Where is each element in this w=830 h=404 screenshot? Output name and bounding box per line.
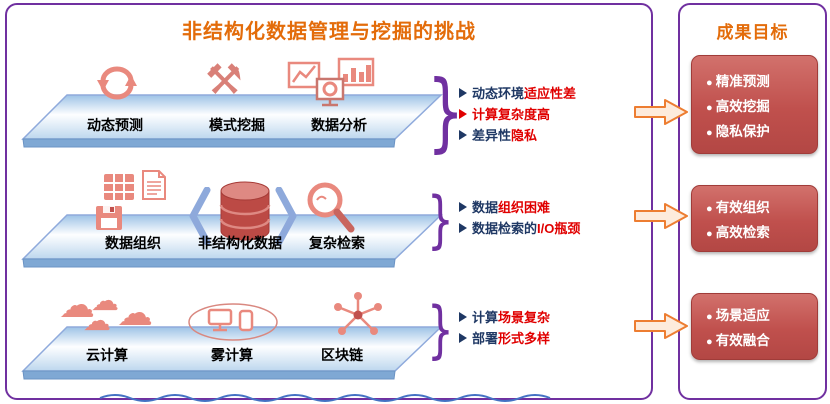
slab-label-complex-retrieval: 复杂检索 <box>309 235 365 251</box>
challenge-bullet: 动态环境适应性差 <box>459 83 645 104</box>
brace-row-3: } <box>427 293 454 366</box>
cloud-icon: ☁ <box>91 285 119 316</box>
search-icon <box>307 182 355 233</box>
challenge-bullet: 数据检索的I/O瓶颈 <box>459 218 645 239</box>
challenge-bullets-row-2: 数据组织困难 数据检索的I/O瓶颈 <box>459 197 645 239</box>
arrow-bullet-icon <box>459 333 467 343</box>
challenge-bullet: 差异性隐私 <box>459 125 645 146</box>
slab-label-dynamic-prediction: 动态预测 <box>87 117 143 133</box>
goal-item: 高效挖掘 <box>706 95 817 115</box>
analytics-icon <box>287 57 375 107</box>
challenge-bullet: 计算场景复杂 <box>459 307 645 328</box>
challenge-bullet: 数据组织困难 <box>459 197 645 218</box>
goal-box-organization: 有效组织 高效检索 <box>691 185 818 252</box>
mining-icon: ⚒ <box>205 56 243 103</box>
goal-item: 精准预测 <box>706 70 817 90</box>
floppy-icon <box>96 206 122 230</box>
goals-panel: 成果目标 精准预测 高效挖掘 隐私保护 有效组织 高效检索 场景适应 有效融合 <box>678 3 827 400</box>
cloud-icon: ☁ <box>83 305 111 336</box>
goal-item: 有效融合 <box>706 329 817 349</box>
right-arrow-icon <box>634 203 688 229</box>
slab-label-fog-computing: 雾计算 <box>211 347 253 363</box>
goal-box-scenario: 场景适应 有效融合 <box>691 293 818 360</box>
arrow-bullet-icon <box>459 130 467 140</box>
challenge-bullets-row-1: 动态环境适应性差 计算复杂度高 差异性隐私 <box>459 83 645 146</box>
goal-box-prediction: 精准预测 高效挖掘 隐私保护 <box>691 55 818 154</box>
challenges-title: 非结构化数据管理与挖掘的挑战 <box>182 21 476 43</box>
slab-label-unstructured-data: 非结构化数据 <box>198 235 282 251</box>
goal-item: 场景适应 <box>706 304 817 324</box>
arrow-bullet-icon <box>459 88 467 98</box>
goal-item: 有效组织 <box>706 196 817 216</box>
arrow-bullet-icon <box>459 109 467 119</box>
right-arrow-icon <box>634 313 688 339</box>
slab-label-cloud-computing: 云计算 <box>86 347 128 363</box>
challenge-bullets-row-3: 计算场景复杂 部署形式多样 <box>459 307 645 349</box>
left-bracket-icon <box>189 187 211 245</box>
goal-item: 隐私保护 <box>706 120 817 140</box>
right-bracket-icon <box>275 187 297 245</box>
cloud-icon: ☁ <box>117 292 153 333</box>
goal-item: 高效检索 <box>706 221 817 241</box>
arrow-bullet-icon <box>459 312 467 322</box>
right-arrow-icon <box>634 99 688 125</box>
blockchain-icon <box>334 292 382 335</box>
goals-title: 成果目标 <box>716 23 789 42</box>
platform-slab-3 <box>21 326 443 380</box>
refresh-icon <box>97 66 137 100</box>
brace-row-2: } <box>427 183 454 256</box>
arrow-bullet-icon <box>459 202 467 212</box>
database-icon <box>219 181 271 241</box>
document-icon <box>142 170 166 200</box>
wave-decoration <box>99 394 551 402</box>
cloud-icon: ☁ <box>59 284 95 325</box>
slab-label-blockchain: 区块链 <box>321 347 363 363</box>
table-icon <box>104 174 134 200</box>
slab-label-data-analysis: 数据分析 <box>311 117 367 133</box>
challenge-bullet: 计算复杂度高 <box>459 104 645 125</box>
arrow-bullet-icon <box>459 223 467 233</box>
challenge-bullet: 部署形式多样 <box>459 328 645 349</box>
slab-label-data-organization: 数据组织 <box>105 235 161 251</box>
fog-devices-icon <box>188 303 278 341</box>
brace-row-1: } <box>427 62 465 162</box>
challenges-panel: 非结构化数据管理与挖掘的挑战 ⚒ <box>5 3 653 402</box>
slab-label-pattern-mining: 模式挖掘 <box>209 117 265 133</box>
